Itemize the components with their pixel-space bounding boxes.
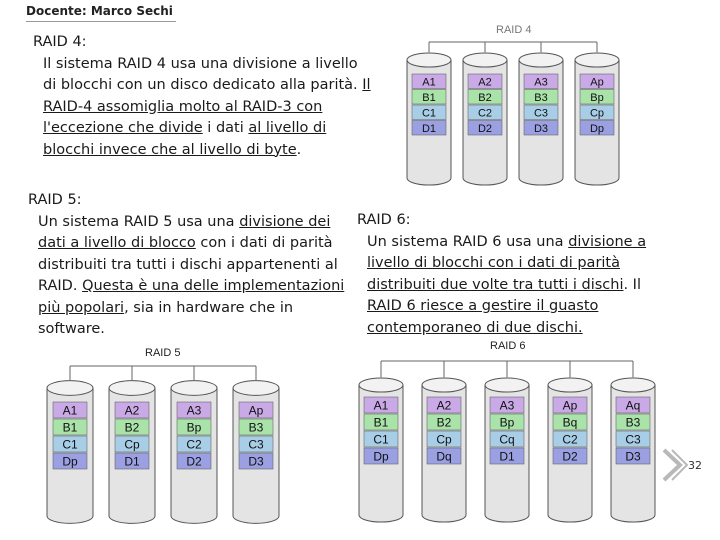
stripe-label: D2: [186, 455, 202, 469]
stripe-label: B3: [249, 421, 264, 435]
stripe-label: Ap: [590, 77, 603, 89]
raid5-title: RAID 5:: [28, 190, 348, 212]
stripe-label: A1: [63, 404, 78, 418]
raid6-title: RAID 6:: [357, 210, 657, 232]
stripe-label: C3: [625, 433, 641, 447]
stripe-label: Bp: [500, 416, 515, 430]
stripe-label: C1: [373, 433, 389, 447]
stripe-label: A2: [437, 399, 452, 413]
slide-number: 32: [688, 459, 702, 472]
raid4-title: RAID 4:: [33, 32, 373, 54]
stripe-label: A3: [500, 399, 515, 413]
stripe-label: Ap: [249, 404, 264, 418]
text-segment: i dati: [203, 120, 249, 136]
stripe-label: C2: [478, 108, 492, 120]
stripe-label: D3: [625, 450, 641, 464]
disk: A3BpC2D2: [171, 366, 217, 523]
stripe-label: A1: [374, 399, 389, 413]
stripe-label: C1: [422, 108, 436, 120]
stripe-label: A1: [422, 77, 435, 89]
stripe-label: B2: [125, 421, 140, 435]
stripe-label: A3: [534, 77, 547, 89]
stripe-label: Ap: [563, 399, 578, 413]
stripe-label: A2: [478, 77, 491, 89]
author-header: Docente: Marco Sechi: [26, 4, 173, 18]
stripe-label: A3: [187, 404, 202, 418]
stripe-label: Aq: [626, 399, 641, 413]
stripe-label: C3: [534, 108, 548, 120]
header-divider: [26, 21, 176, 22]
stripe-label: Dp: [590, 123, 604, 135]
text-segment: .: [297, 142, 302, 158]
stripe-label: B1: [422, 92, 435, 104]
stripe-label: Bq: [563, 416, 578, 430]
stripe-label: D1: [422, 123, 436, 135]
stripe-label: B2: [437, 416, 452, 430]
raid5-section: RAID 5: Un sistema RAID 5 usa una divisi…: [28, 190, 348, 341]
text-segment: Il sistema RAID 4 usa una divisione a li…: [43, 56, 362, 94]
next-chevron-icon: [660, 448, 688, 482]
stripe-label: Bp: [590, 92, 603, 104]
stripe-label: B1: [63, 421, 78, 435]
stripe-label: D2: [478, 123, 492, 135]
stripe-label: D1: [499, 450, 515, 464]
raid6-body: Un sistema RAID 6 usa una divisione a li…: [367, 232, 657, 340]
stripe-label: B3: [626, 416, 641, 430]
stripe-label: Dp: [373, 450, 389, 464]
stripe-label: C2: [186, 438, 202, 452]
text-segment: . Il: [623, 277, 641, 293]
stripe-label: Dq: [436, 450, 451, 464]
disk: AqB3C3D3: [611, 361, 655, 522]
stripe-label: D2: [562, 450, 578, 464]
stripe-label: D3: [248, 455, 264, 469]
raid4-body: Il sistema RAID 4 usa una divisione a li…: [43, 54, 373, 162]
stripe-label: D1: [124, 455, 140, 469]
stripe-label: A2: [125, 404, 140, 418]
disk: A2B2C2D2: [463, 42, 507, 185]
stripe-label: B3: [534, 92, 547, 104]
stripe-label: Cq: [499, 433, 514, 447]
stripe-label: C1: [62, 438, 78, 452]
stripe-label: D3: [534, 123, 548, 135]
stripe-label: C2: [562, 433, 578, 447]
stripe-label: Cp: [124, 438, 140, 452]
raid5-body: Un sistema RAID 5 usa una divisione dei …: [38, 212, 348, 341]
stripe-label: Cp: [436, 433, 452, 447]
disk: A1B1C1Dp: [47, 366, 93, 523]
stripe-label: Dp: [62, 455, 78, 469]
stripe-label: Bp: [187, 421, 202, 435]
stripe-label: C3: [248, 438, 264, 452]
text-segment: RAID 6 riesce a gestire il guasto contem…: [367, 298, 598, 336]
disk: A2B2CpD1: [109, 366, 155, 523]
text-segment: Un sistema RAID 6 usa una: [367, 234, 568, 250]
raid6-section: RAID 6: Un sistema RAID 6 usa una divisi…: [357, 210, 657, 339]
stripe-label: Cp: [590, 108, 604, 120]
stripe-label: B2: [478, 92, 491, 104]
stripe-label: B1: [374, 416, 389, 430]
text-segment: Un sistema RAID 5 usa una: [38, 214, 239, 230]
raid4-section: RAID 4: Il sistema RAID 4 usa una divisi…: [33, 32, 373, 161]
